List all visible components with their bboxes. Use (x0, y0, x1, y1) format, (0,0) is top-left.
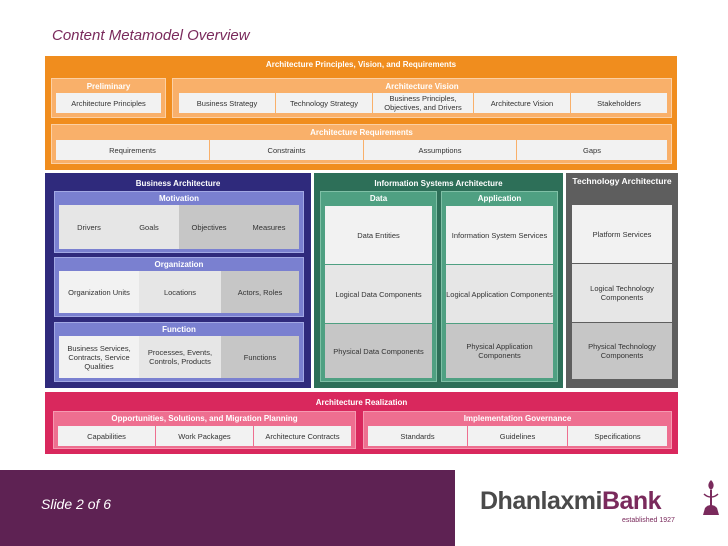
work-packages-cell: Work Packages (156, 426, 253, 446)
organization-units-cell: Organization Units (59, 271, 139, 313)
physical-technology-components-cell: Physical Technology Components (572, 323, 672, 379)
architecture-principles-cell: Architecture Principles (56, 93, 161, 113)
organization-title: Organization (154, 260, 204, 269)
standards-cell: Standards (368, 426, 467, 446)
requirements-title: Architecture Requirements (310, 128, 413, 137)
realization-title: Architecture Realization (315, 398, 408, 407)
business-services-cell: Business Services, Contracts, Service Qu… (59, 336, 139, 378)
opportunities-box: Opportunities, Solutions, and Migration … (53, 411, 356, 449)
data-box: Data Data Entities Logical Data Componen… (320, 191, 437, 382)
organization-box: Organization Organization Units Location… (54, 257, 304, 317)
assumptions-cell: Assumptions (364, 140, 516, 160)
bank-name-suffix: Bank (601, 487, 662, 515)
governance-box: Implementation Governance Standards Guid… (363, 411, 672, 449)
motivation-box: Motivation Drivers Goals Objectives Meas… (54, 191, 304, 253)
technology-section: Technology Architecture Platform Service… (566, 173, 678, 388)
business-architecture-section: Business Architecture Motivation Drivers… (45, 173, 311, 388)
principles-section: Architecture Principles, Vision, and Req… (45, 56, 677, 170)
preliminary-box: Preliminary Architecture Principles (51, 78, 166, 118)
requirements-box: Architecture Requirements Requirements C… (51, 124, 672, 164)
preliminary-title: Preliminary (86, 82, 131, 91)
specifications-cell: Specifications (568, 426, 667, 446)
business-strategy-cell: Business Strategy (179, 93, 275, 113)
drivers-cell: Drivers (59, 205, 119, 249)
motivation-title: Motivation (159, 194, 199, 203)
stakeholders-cell: Stakeholders (571, 93, 667, 113)
information-system-services-cell: Information System Services (446, 206, 553, 264)
goals-cell: Goals (119, 205, 179, 249)
bank-logo-text: DhanlaxmiBank (480, 487, 662, 516)
physical-application-components-cell: Physical Application Components (446, 324, 553, 378)
application-box: Application Information System Services … (441, 191, 558, 382)
constraints-cell: Constraints (210, 140, 363, 160)
locations-cell: Locations (139, 271, 221, 313)
technology-strategy-cell: Technology Strategy (276, 93, 372, 113)
logical-data-components-cell: Logical Data Components (325, 265, 432, 323)
business-architecture-title: Business Architecture (135, 179, 221, 188)
bank-name-prefix: Dhanlaxmi (480, 487, 602, 515)
physical-data-components-cell: Physical Data Components (325, 324, 432, 378)
vision-title: Architecture Vision (385, 82, 459, 91)
capabilities-cell: Capabilities (58, 426, 155, 446)
guidelines-cell: Guidelines (468, 426, 567, 446)
measures-cell: Measures (239, 205, 299, 249)
functions-cell: Functions (221, 336, 299, 378)
logical-technology-components-cell: Logical Technology Components (572, 264, 672, 322)
technology-title: Technology Architecture (572, 176, 672, 186)
gaps-cell: Gaps (517, 140, 667, 160)
objectives-cell: Objectives (179, 205, 239, 249)
platform-services-cell: Platform Services (572, 205, 672, 263)
function-box: Function Business Services, Contracts, S… (54, 322, 304, 382)
business-principles-cell: Business Principles, Objectives, and Dri… (373, 93, 473, 113)
function-title: Function (162, 325, 196, 334)
principles-title: Architecture Principles, Vision, and Req… (265, 60, 457, 69)
processes-events-cell: Processes, Events, Controls, Products (139, 336, 221, 378)
vision-box: Architecture Vision Business Strategy Te… (172, 78, 672, 118)
requirements-cell: Requirements (56, 140, 209, 160)
slide-number: Slide 2 of 6 (41, 496, 112, 512)
lakshmi-logo-icon (703, 480, 719, 515)
governance-title: Implementation Governance (463, 414, 572, 423)
opportunities-title: Opportunities, Solutions, and Migration … (111, 414, 298, 423)
bank-tagline: established 1927 (622, 517, 675, 524)
architecture-contracts-cell: Architecture Contracts (254, 426, 351, 446)
footer-logo-panel (455, 470, 728, 546)
architecture-vision-cell: Architecture Vision (474, 93, 570, 113)
data-entities-cell: Data Entities (325, 206, 432, 264)
actors-roles-cell: Actors, Roles (221, 271, 299, 313)
logical-application-components-cell: Logical Application Components (446, 265, 553, 323)
information-systems-section: Information Systems Architecture Data Da… (314, 173, 563, 388)
realization-section: Architecture Realization Opportunities, … (45, 392, 678, 454)
data-title: Data (369, 194, 388, 203)
information-systems-title: Information Systems Architecture (374, 179, 503, 188)
application-title: Application (477, 194, 522, 203)
slide-title: Content Metamodel Overview (52, 27, 250, 44)
